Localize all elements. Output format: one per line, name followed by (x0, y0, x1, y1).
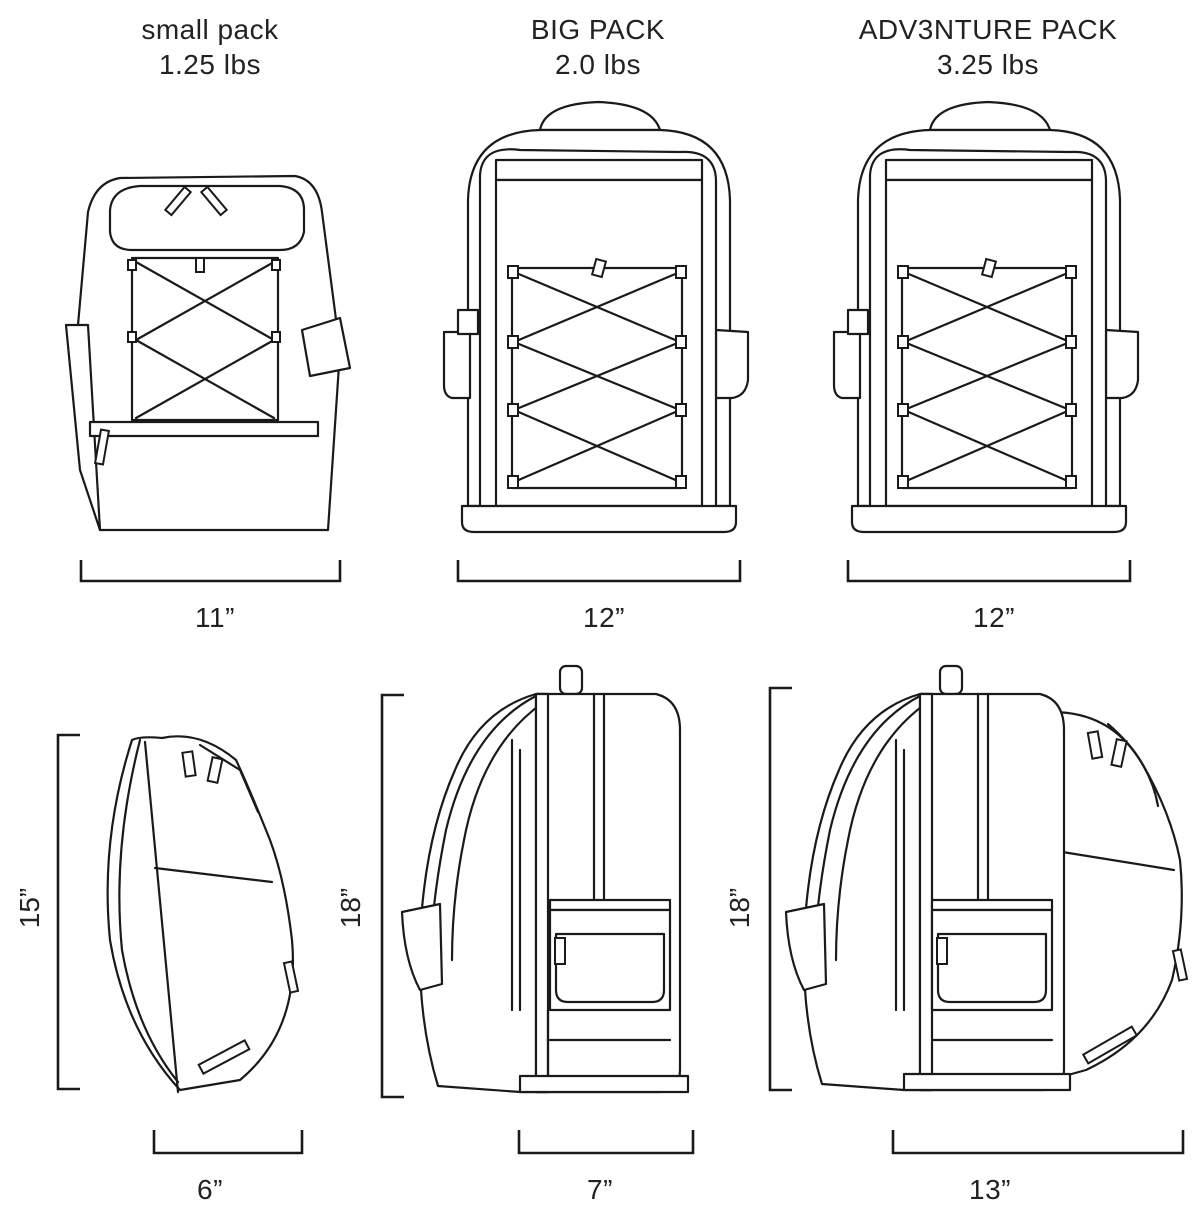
adventure-pack-name: ADV3NTURE PACK (858, 14, 1118, 45)
big-pack-front-view (442, 100, 750, 534)
big-pack-width-label: 12” (583, 602, 625, 633)
small-pack-depth-label: 6” (197, 1174, 223, 1205)
adventure-pack-weight: 3.25 lbs (936, 49, 1040, 80)
small-pack-front-view (64, 174, 352, 532)
small-pack-depth-bracket (152, 1130, 304, 1155)
big-pack-title: BIG PACK 2.0 lbs (428, 12, 768, 82)
adventure-pack-depth-label: 13” (969, 1174, 1011, 1205)
adventure-pack-side-view (784, 664, 1189, 1092)
big-pack-side-view (400, 664, 690, 1094)
big-pack-height-bracket (380, 693, 404, 1099)
big-pack-height-label: 18” (335, 887, 366, 929)
big-pack-weight: 2.0 lbs (555, 49, 641, 80)
small-pack-height-bracket (56, 733, 80, 1091)
adventure-pack-title: ADV3NTURE PACK 3.25 lbs (818, 12, 1158, 82)
adventure-pack-height-label: 18” (724, 887, 755, 929)
small-pack-height-label: 15” (14, 887, 45, 929)
small-pack-name: small pack (141, 14, 279, 45)
adventure-pack-height-bracket (768, 686, 792, 1092)
adventure-pack-depth-bracket (891, 1130, 1185, 1155)
big-pack-depth-label: 7” (587, 1174, 613, 1205)
small-pack-side-view (106, 735, 300, 1094)
small-pack-title: small pack 1.25 lbs (40, 12, 380, 82)
big-pack-name: BIG PACK (530, 14, 666, 45)
adventure-pack-front-view (832, 100, 1140, 534)
big-pack-depth-bracket (517, 1130, 695, 1155)
small-pack-weight: 1.25 lbs (158, 49, 262, 80)
small-pack-width-bracket (79, 560, 342, 583)
small-pack-width-label: 11” (195, 602, 235, 633)
big-pack-width-bracket (456, 560, 742, 583)
adventure-pack-width-bracket (846, 560, 1132, 583)
adventure-pack-width-label: 12” (973, 602, 1015, 633)
